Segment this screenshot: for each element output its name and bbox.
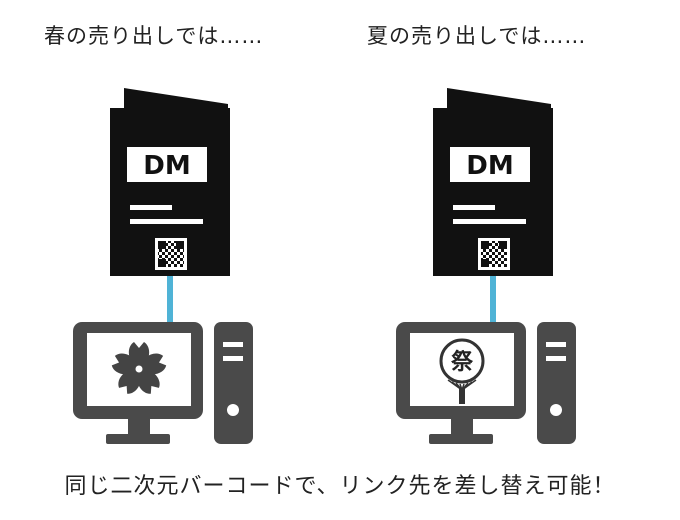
spring-dm-leaflet: DM — [110, 88, 230, 276]
summer-link-line — [490, 276, 496, 322]
sakura-flower-icon — [111, 342, 167, 394]
spring-dm-label: DM — [143, 151, 190, 181]
spring-link-line — [167, 276, 173, 322]
caption-text: 同じ二次元バーコードで、リンク先を差し替え可能！ — [64, 474, 616, 499]
summer-pc-tower — [537, 322, 576, 444]
festival-uchiwa-fan-icon: 祭 — [439, 338, 485, 404]
summer-heading: 夏の売り出しでは…… — [367, 24, 587, 48]
summer-computer: 祭 — [396, 322, 576, 444]
spring-heading: 春の売り出しでは…… — [44, 24, 264, 48]
spring-computer — [73, 322, 253, 444]
spring-qr-code-icon — [155, 238, 187, 270]
festival-kanji: 祭 — [450, 349, 474, 375]
spring-pc-tower — [214, 322, 253, 444]
summer-dm-label: DM — [466, 151, 513, 181]
summer-qr-code-icon — [478, 238, 510, 270]
summer-dm-leaflet: DM — [433, 88, 553, 276]
